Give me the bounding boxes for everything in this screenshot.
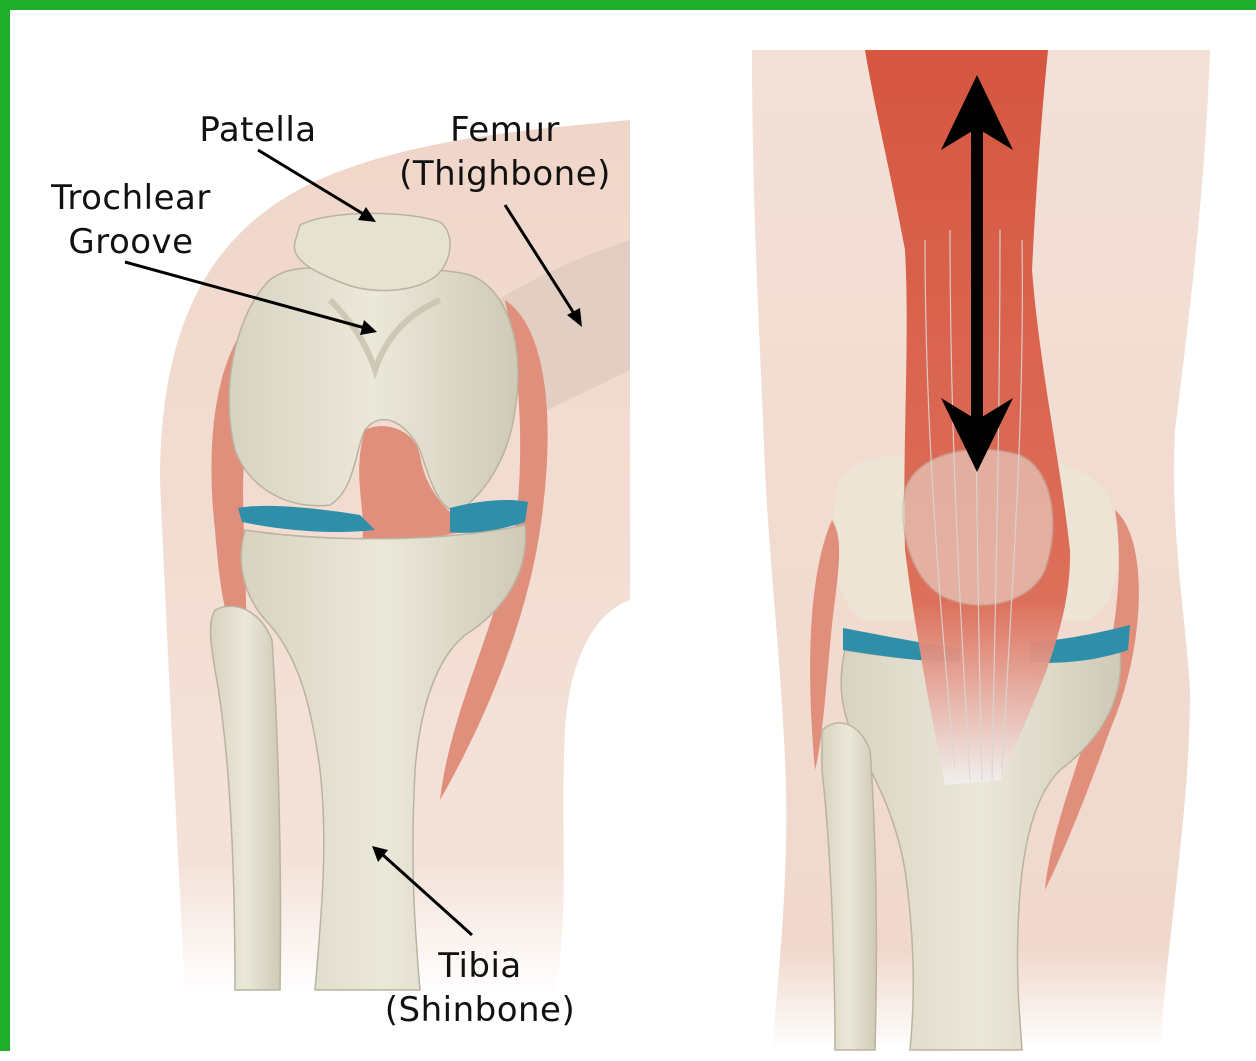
right-knee-illustration [752,50,1210,1050]
tibia-sub-label-text: (Shinbone) [375,988,585,1032]
tibia-label-text: Tibia [375,944,585,988]
label-trochlear-groove: Trochlear Groove [36,176,226,264]
femur-label-text: Femur [390,108,620,152]
trochlear-label-text: Trochlear [36,176,226,220]
femur-sub-label-text: (Thighbone) [390,152,620,196]
trochlear-sub-label-text: Groove [36,220,226,264]
label-tibia: Tibia (Shinbone) [375,944,585,1032]
label-patella: Patella [186,108,330,152]
left-knee-illustration [160,120,630,995]
label-femur: Femur (Thighbone) [390,108,620,196]
knee-illustrations [10,10,1256,1061]
patella-label-text: Patella [186,108,330,152]
